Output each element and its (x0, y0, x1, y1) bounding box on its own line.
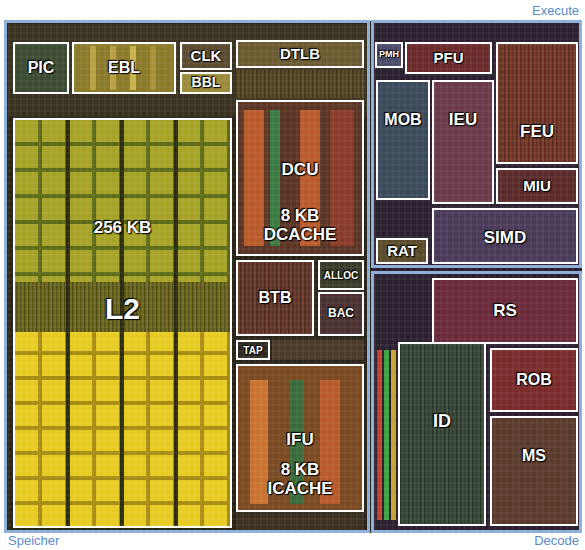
unit-label: PFU (434, 50, 464, 67)
unit-label: IFU (286, 431, 313, 450)
functional-unit: PMH (375, 42, 403, 68)
region-label: Decode (534, 534, 579, 548)
functional-unit: RS (432, 278, 578, 344)
region-label: Execute (532, 4, 579, 18)
functional-unit: RAT (376, 238, 428, 264)
unit-label: SIMD (484, 229, 527, 248)
unit-label: BBL (192, 75, 221, 90)
unit-label: ID (433, 412, 451, 432)
die-region: PMHPFUFEUMOBIEUMIUSIMDRATExecute (371, 20, 582, 268)
unit-label: DTLB (280, 46, 320, 63)
unit-label: DCU (282, 161, 319, 180)
functional-unit: DTLB (236, 40, 364, 68)
unit-label: BAC (328, 307, 354, 320)
functional-unit: DCU 8 KB DCACHE (236, 100, 364, 256)
functional-unit: ROB (490, 348, 578, 412)
unit-label: 8 KB DCACHE (258, 207, 342, 244)
unit-label: PMH (379, 50, 399, 60)
unit-label: EBL (108, 59, 140, 77)
functional-unit: CLK (180, 42, 232, 70)
unit-label: RS (493, 302, 517, 321)
unit-label: ROB (516, 371, 552, 389)
functional-unit: PIC (13, 42, 69, 94)
unit-label: IEU (449, 111, 477, 130)
functional-unit: MS (490, 416, 578, 526)
functional-unit: MOB (376, 80, 430, 200)
functional-unit: EBL (72, 42, 176, 94)
unit-label: PIC (28, 59, 55, 77)
functional-unit: IEU (432, 80, 494, 204)
functional-unit: FEU (496, 42, 578, 164)
functional-unit: IFU 8 KB ICACHE (236, 364, 364, 512)
unit-label: CLK (191, 48, 222, 65)
unit-label: 8 KB ICACHE (258, 461, 342, 498)
functional-unit: BAC (318, 292, 364, 336)
functional-unit: ALLOC (318, 260, 364, 290)
die-region: RSROBIDMSDecode (371, 271, 582, 533)
unit-label: MS (522, 447, 546, 465)
functional-unit: PFU (405, 42, 492, 74)
region-label: Speicher (8, 534, 59, 548)
functional-unit: BBL (180, 72, 232, 94)
unit-label: TAP (243, 345, 262, 356)
unit-label: MOB (384, 111, 421, 129)
functional-unit: SIMD (432, 208, 578, 264)
functional-unit: BTB (236, 260, 314, 336)
functional-unit: TAP (236, 340, 270, 360)
unit-label: ALLOC (324, 270, 358, 281)
functional-unit: ID (398, 342, 486, 526)
unit-label: L2 (105, 292, 140, 325)
unit-label: 256 KB (94, 219, 152, 238)
unit-label: RAT (387, 243, 417, 260)
die-region: PIC EBL CLK BBL DTLB 256 KB L2 DCU 8 KB DCACHE BT… (4, 20, 370, 533)
unit-label: BTB (259, 289, 292, 307)
functional-unit: 256 KB L2 (13, 118, 232, 528)
functional-unit: MIU (496, 168, 578, 204)
unit-label: FEU (520, 123, 554, 142)
unit-label: MIU (523, 178, 551, 195)
